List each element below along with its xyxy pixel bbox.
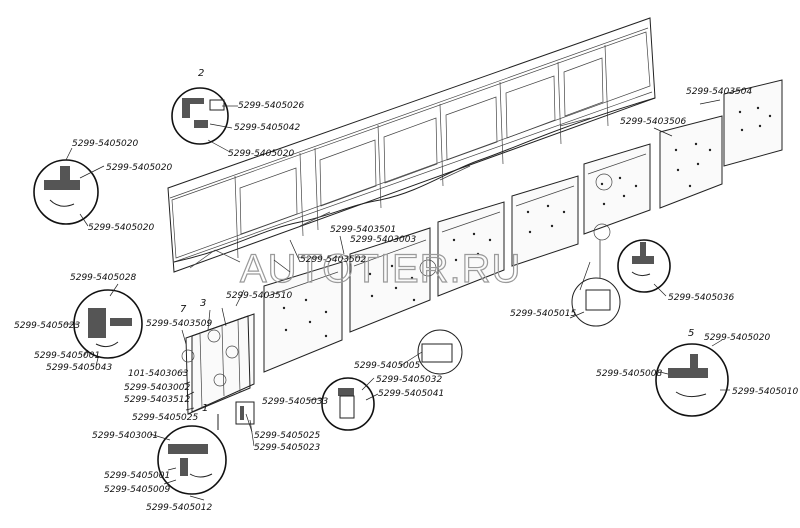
leader-lines	[64, 99, 730, 501]
label-part: 5299-5405012	[146, 503, 213, 513]
label-part: 5299-5405025	[254, 431, 321, 441]
part-labels: 5299-5405026 5299-5405042 5299-5405020 5…	[14, 87, 799, 513]
label-part: 5299-5405041	[378, 389, 444, 399]
label-part: 5299-5405005	[354, 361, 421, 371]
inset-small-profile	[235, 401, 255, 425]
label-part: 5299-5405020	[106, 163, 173, 173]
panel-mid-1	[511, 175, 579, 267]
label-part: 5299-5403504	[686, 87, 753, 97]
panel-upper	[583, 143, 651, 235]
label-part: 5299-5405032	[376, 375, 443, 385]
watermark: AUTOTIER.RU	[240, 247, 521, 291]
detail-circle-5	[655, 343, 729, 417]
panel-5299-5403504	[723, 79, 783, 167]
label-part: 5299-5403501	[330, 225, 396, 235]
detail-circle-left-mid	[73, 289, 143, 359]
label-part: 5299-5403002	[124, 383, 191, 393]
label-part: 101-5403063	[128, 369, 189, 379]
panel-5299-5403502	[263, 261, 343, 373]
detail-circle-bottom-center	[321, 377, 375, 431]
label-part: 5299-5403502	[300, 255, 367, 265]
label-part: 5299-5405033	[262, 397, 329, 407]
label-part: 5299-5405010	[732, 387, 799, 397]
label-part: 5299-5405020	[704, 333, 771, 343]
inset-window	[421, 343, 453, 363]
label-part: 5299-5405020	[228, 149, 295, 159]
label-part: 5299-5403003	[350, 235, 417, 245]
label-part: 5299-5403506	[620, 117, 687, 127]
detail-circle-left-lower	[157, 425, 227, 495]
label-part: 5299-5405028	[70, 273, 137, 283]
detail-circle-right-upper	[617, 239, 671, 293]
front-assembly	[181, 315, 251, 430]
label-part: 5299-5405020	[88, 223, 155, 233]
detail-circle-left-upper	[33, 159, 99, 225]
side-frame	[167, 17, 656, 273]
label-part: 5299-5405042	[234, 123, 301, 133]
label-part: 5299-5405025	[132, 413, 199, 423]
label-part: 5299-5405043	[46, 363, 113, 373]
label-part: 5299-5405036	[668, 293, 735, 303]
callout-2: 2	[198, 68, 204, 79]
detail-insets	[235, 173, 621, 425]
label-part: 5299-5405009	[104, 485, 171, 495]
label-part: 5299-5405023	[254, 443, 321, 453]
label-part: 5299-5405001	[34, 351, 100, 361]
panels	[191, 79, 783, 413]
label-part: 5299-5403001	[92, 431, 158, 441]
label-part: 5299-5405015	[510, 309, 577, 319]
label-part: 5299-5403509	[146, 319, 213, 329]
callout-7: 7	[180, 304, 187, 315]
callout-1: 1	[202, 403, 208, 414]
callout-3: 3	[200, 298, 206, 309]
inset-corner	[585, 289, 611, 311]
panel-5299-5403506	[659, 115, 723, 209]
label-part: 5299-5405020	[72, 139, 139, 149]
detail-circle-2	[171, 87, 229, 145]
label-part: 5299-5403512	[124, 395, 191, 405]
panel-mid-2	[437, 201, 505, 297]
callout-numbers: 2 7 3 1 5	[180, 68, 694, 414]
panel-5299-5403501	[349, 227, 431, 333]
label-part: 5299-5405023	[14, 321, 81, 331]
label-part: 5299-5405001	[104, 471, 170, 481]
label-part: 5299-5405026	[238, 101, 305, 111]
callout-5: 5	[688, 328, 694, 339]
label-part: 5299-5405008	[596, 369, 663, 379]
label-part: 5299-5403510	[226, 291, 293, 301]
